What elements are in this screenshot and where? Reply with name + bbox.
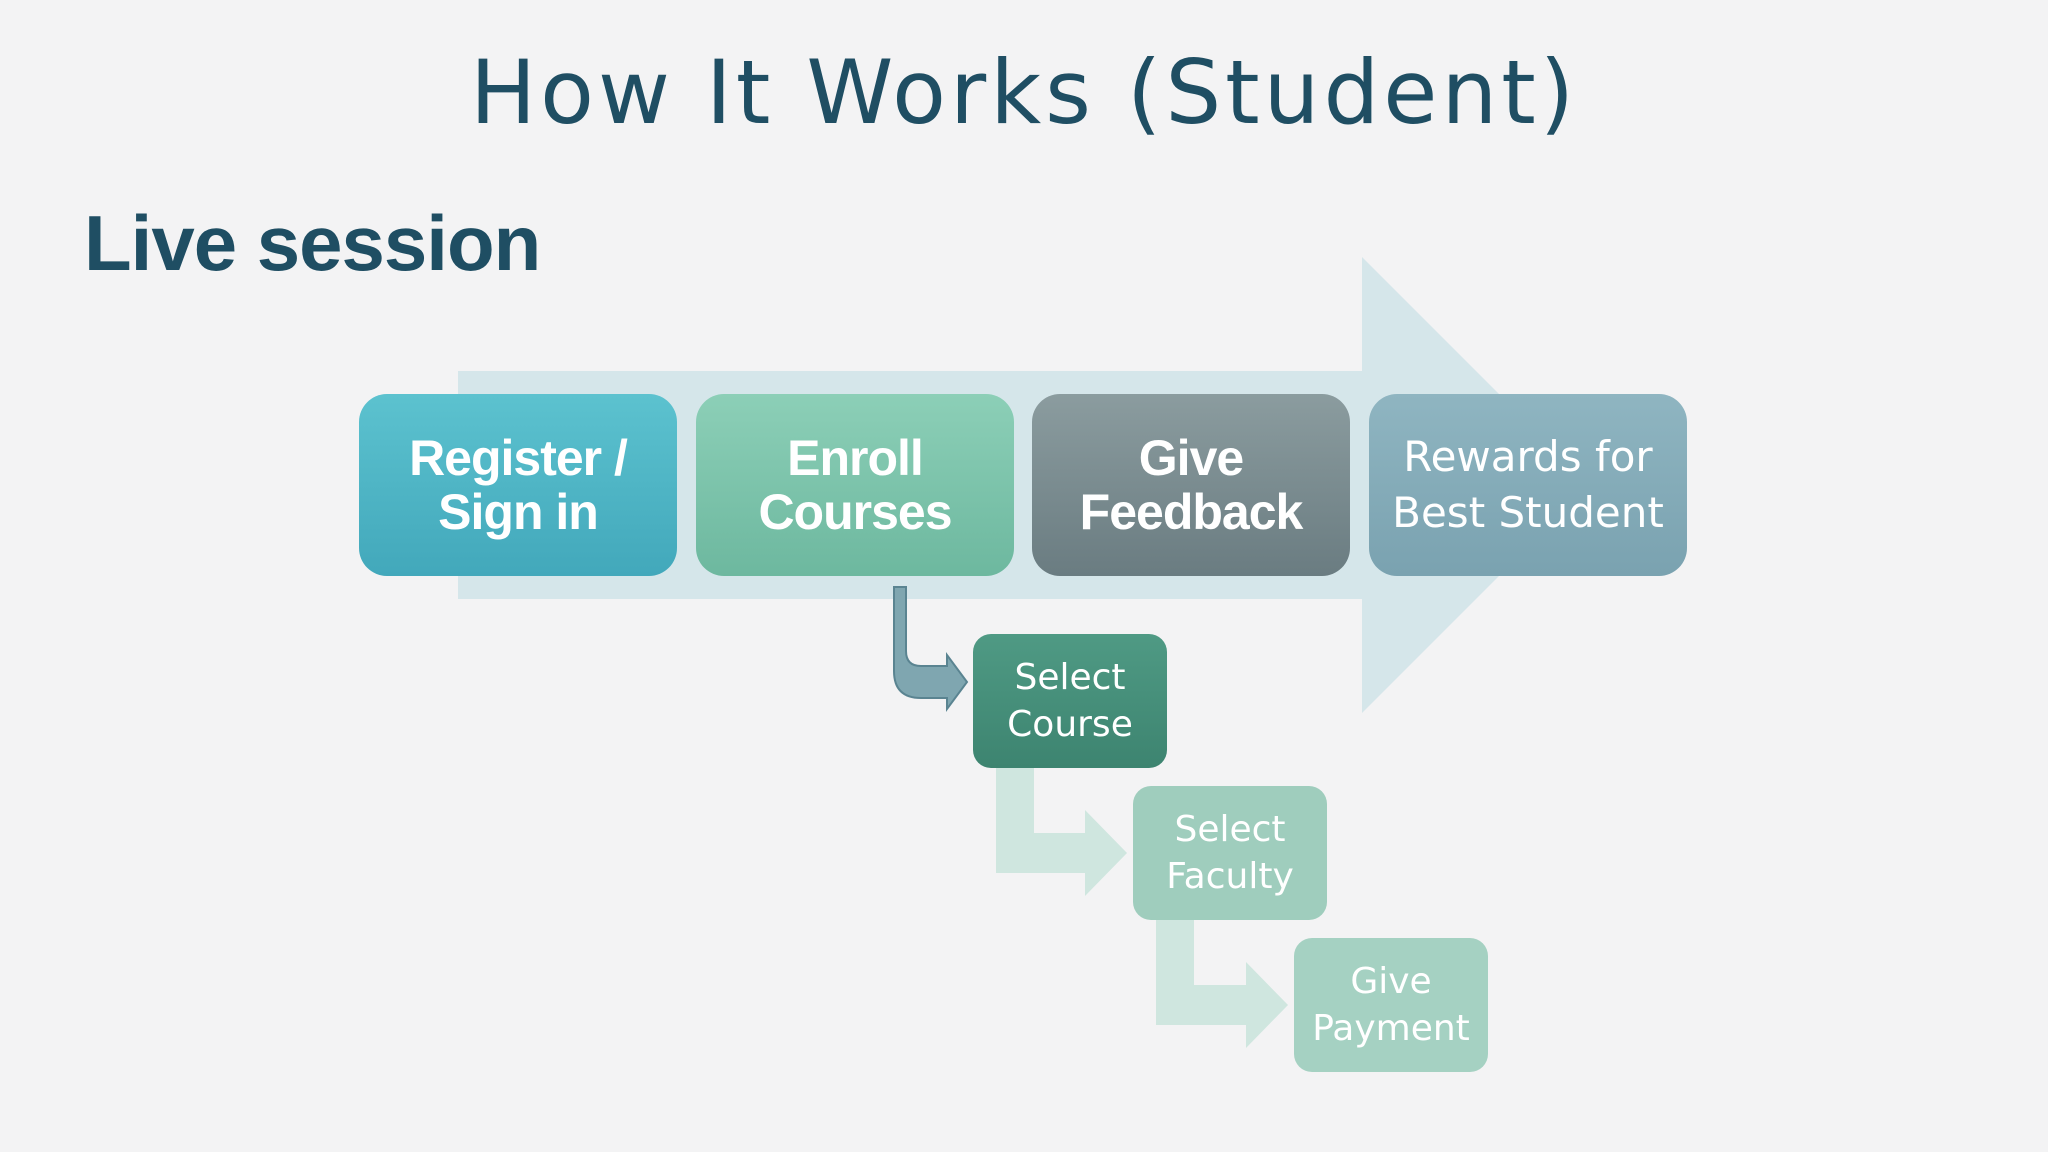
substep-faculty-label: Select Faculty	[1166, 809, 1294, 897]
step-rewards-label: Rewards for Best Student	[1392, 432, 1664, 537]
substep-select-faculty: Select Faculty	[1133, 786, 1327, 920]
enroll-to-course-connector	[893, 586, 969, 713]
step-register-sign-in: Register / Sign in	[359, 394, 677, 576]
process-arrow-shape	[458, 257, 1590, 713]
course-to-faculty-connector	[996, 768, 1127, 896]
slide-subtitle: Live session	[84, 199, 541, 287]
substep-payment-label: Give Payment	[1312, 961, 1470, 1049]
step-enroll-label: Enroll Courses	[758, 430, 952, 540]
step-give-feedback: Give Feedback	[1032, 394, 1350, 576]
slide-title: How It Works (Student)	[469, 41, 1579, 144]
step-feedback-label: Give Feedback	[1079, 430, 1304, 540]
substep-select-course: Select Course	[973, 634, 1167, 768]
step-register-label: Register / Sign in	[409, 430, 628, 540]
step-enroll-courses: Enroll Courses	[696, 394, 1014, 576]
substep-give-payment: Give Payment	[1294, 938, 1488, 1072]
substep-course-label: Select Course	[1007, 657, 1133, 745]
faculty-to-payment-connector	[1156, 920, 1288, 1048]
step-rewards-best-student: Rewards for Best Student	[1369, 394, 1687, 576]
